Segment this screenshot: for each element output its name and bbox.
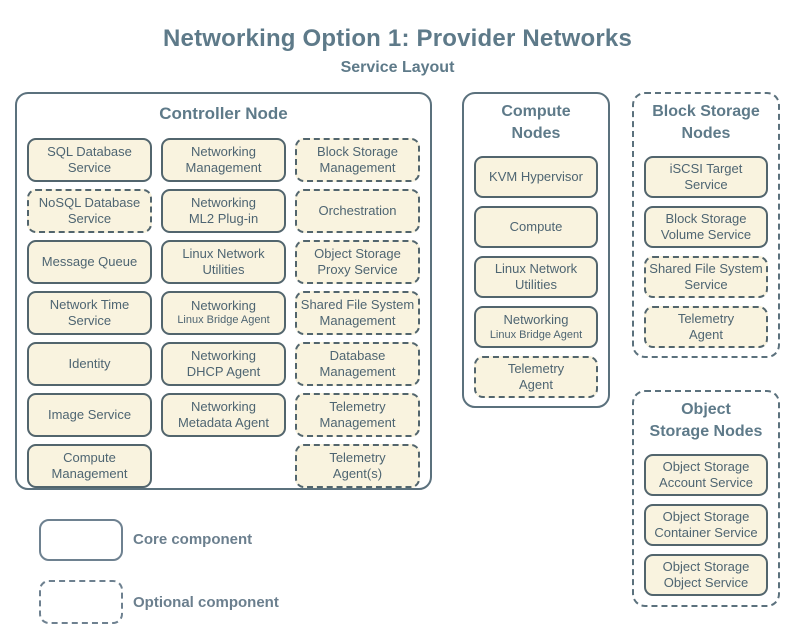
compute-service-stack: KVM Hypervisor Compute Linux Network Uti… (474, 156, 598, 399)
service-box: Telemetry Management (295, 392, 420, 437)
service-box: Linux Network Utilities (161, 239, 286, 284)
block-storage-nodes-container: Block Storage Nodes iSCSI Target Service… (632, 92, 780, 358)
service-box: Orchestration (295, 188, 420, 233)
service-box: Block Storage Volume Service (644, 206, 768, 249)
service-box: Object Storage Object Service (644, 554, 768, 597)
empty-grid-cell (161, 444, 286, 488)
controller-service-grid: SQL Database Service Networking Manageme… (27, 137, 420, 488)
service-box: Telemetry Agent (474, 356, 598, 399)
service-box: Telemetry Agent(s) (295, 443, 420, 488)
service-box: Object Storage Account Service (644, 454, 768, 497)
service-box: NoSQL Database Service (27, 188, 152, 233)
object-storage-nodes-container: Object Storage Nodes Object Storage Acco… (632, 390, 780, 607)
service-box: Image Service (27, 392, 152, 437)
service-box: Compute Management (27, 443, 152, 488)
service-box: Telemetry Agent (644, 306, 768, 349)
page-subtitle: Service Layout (340, 59, 455, 76)
service-box: Identity (27, 341, 152, 386)
object-storage-nodes-title: Object Storage Nodes (649, 401, 763, 440)
legend-core-swatch (39, 519, 123, 561)
controller-node-container: Controller Node SQL Database Service Net… (15, 92, 432, 490)
service-box: Network Time Service (27, 290, 152, 335)
service-box: Object Storage Container Service (644, 504, 768, 547)
legend-core-label: Core component (133, 531, 253, 548)
service-box: Object Storage Proxy Service (295, 239, 420, 284)
page-title: Networking Option 1: Provider Networks (162, 25, 632, 52)
service-box: Networking Management (161, 137, 286, 182)
object-storage-service-stack: Object Storage Account Service Object St… (644, 454, 768, 597)
service-box: Block Storage Management (295, 137, 420, 182)
compute-nodes-title: Compute Nodes (501, 103, 571, 142)
service-box-label: Networking (190, 298, 257, 314)
service-box: Networking DHCP Agent (161, 341, 286, 386)
legend-optional-label: Optional component (133, 594, 279, 611)
service-box: Networking ML2 Plug-in (161, 188, 286, 233)
service-box-label: Networking (503, 312, 569, 328)
service-box: Linux Network Utilities (474, 256, 598, 299)
block-storage-service-stack: iSCSI Target Service Block Storage Volum… (644, 156, 768, 349)
service-box: SQL Database Service (27, 137, 152, 182)
service-box: KVM Hypervisor (474, 156, 598, 199)
compute-nodes-container: Compute Nodes KVM Hypervisor Compute Lin… (462, 92, 610, 408)
service-box: Shared File System Management (295, 290, 420, 335)
service-box-sublabel: Linux Bridge Agent (177, 314, 270, 327)
service-box: Networking Metadata Agent (161, 392, 286, 437)
service-box: Networking Linux Bridge Agent (161, 290, 286, 335)
service-box: Database Management (295, 341, 420, 386)
service-box: Shared File System Service (644, 256, 768, 299)
service-box: Compute (474, 206, 598, 249)
service-box: Networking Linux Bridge Agent (474, 306, 598, 349)
legend-optional-swatch (39, 580, 123, 624)
block-storage-nodes-title: Block Storage Nodes (652, 103, 760, 142)
service-box-sublabel: Linux Bridge Agent (489, 328, 583, 341)
service-box: Message Queue (27, 239, 152, 284)
service-box: iSCSI Target Service (644, 156, 768, 199)
controller-node-title: Controller Node (159, 104, 288, 123)
